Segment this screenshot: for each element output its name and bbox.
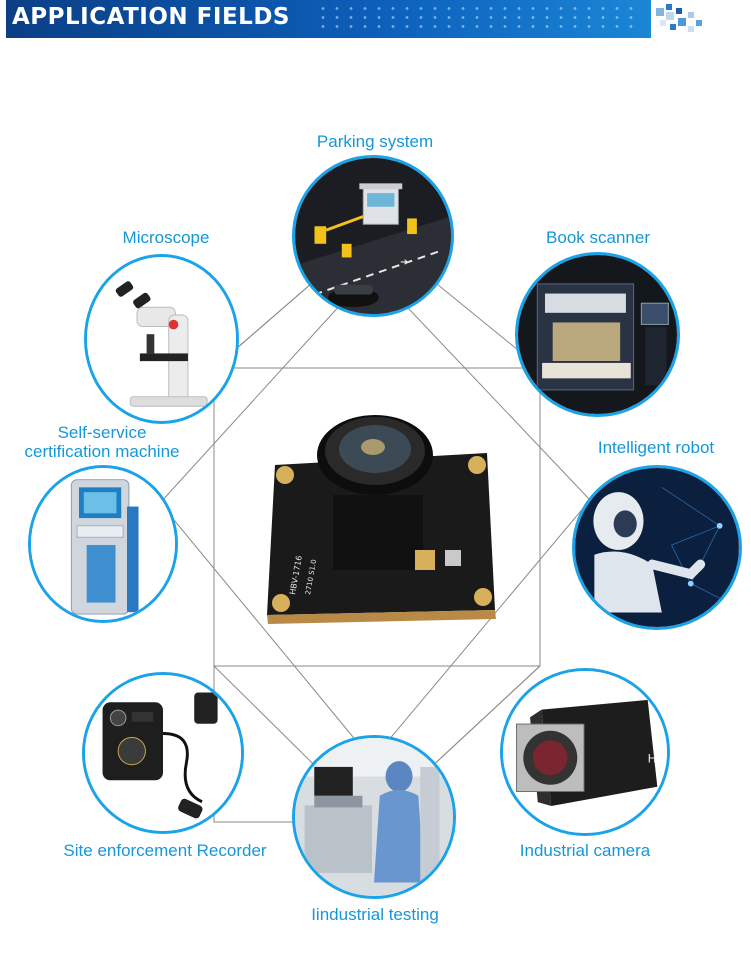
industrial-camera-image: H <box>500 668 670 836</box>
microscope-image <box>84 254 239 424</box>
header-banner: APPLICATION FIELDS <box>6 0 651 38</box>
parking-system-image: ➔ <box>292 155 454 317</box>
label-book-scanner: Book scanner <box>546 228 650 247</box>
industrial-testing-image <box>292 735 456 899</box>
pixel-logo-icon <box>656 4 702 32</box>
label-industrial-testing: Iindustrial testing <box>311 905 439 924</box>
book-scanner-image <box>515 252 680 417</box>
intelligent-robot-image <box>572 465 742 630</box>
svg-text:➔: ➔ <box>400 257 408 268</box>
self-service-machine-image <box>28 465 178 623</box>
page-title: APPLICATION FIELDS <box>12 4 290 30</box>
label-microscope: Microscope <box>122 228 210 247</box>
label-site-enforcement-recorder: Site enforcement Recorder <box>63 841 267 860</box>
label-self-service: Self-service certification machine <box>24 423 180 461</box>
label-industrial-camera: Industrial camera <box>519 841 651 860</box>
site-enforcement-recorder-image <box>82 672 244 834</box>
label-parking-system: Parking system <box>316 132 434 151</box>
label-intelligent-robot: Intelligent robot <box>597 438 715 457</box>
svg-text:H: H <box>648 752 657 766</box>
banner-dot-pattern <box>316 4 636 34</box>
camera-module-image: HBV-1716 2710 S1.0 <box>267 415 496 624</box>
